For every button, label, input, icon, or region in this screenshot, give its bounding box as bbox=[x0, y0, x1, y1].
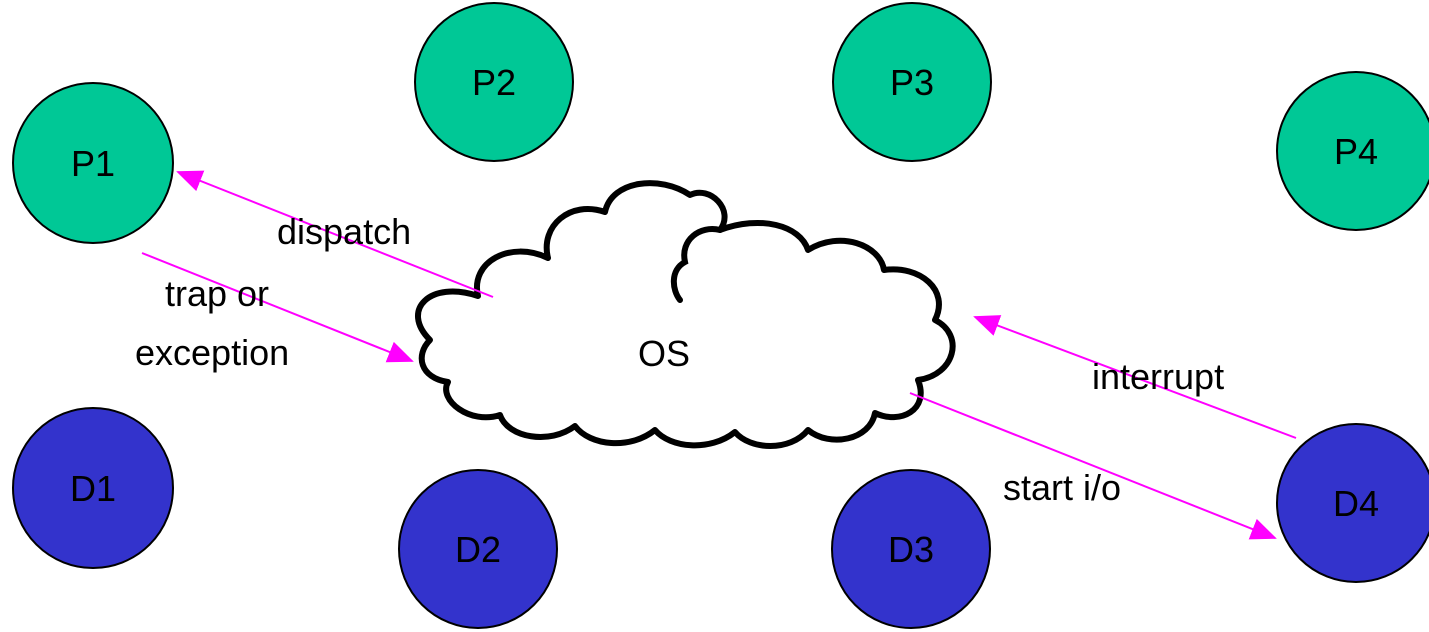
device-node-d2[interactable]: D2 bbox=[398, 469, 558, 629]
dispatch-label: dispatch bbox=[277, 211, 411, 252]
trap-arrow bbox=[141, 252, 414, 363]
device-circle bbox=[12, 407, 174, 569]
process-circle bbox=[12, 82, 174, 244]
os-cloud[interactable]: OS bbox=[415, 180, 956, 449]
process-circle bbox=[832, 2, 992, 162]
device-node-d1[interactable]: D1 bbox=[12, 407, 174, 569]
cloud-inner-fold bbox=[670, 226, 723, 303]
device-circle bbox=[1276, 423, 1429, 583]
trap-label-line1: trap or bbox=[165, 273, 269, 314]
device-label-d4: D4 bbox=[1333, 483, 1379, 524]
device-label-d1: D1 bbox=[70, 468, 116, 509]
process-node-p1[interactable]: P1 bbox=[12, 82, 174, 244]
device-node-d3[interactable]: D3 bbox=[831, 469, 991, 629]
trap-label-line2: exception bbox=[135, 332, 289, 373]
dispatch-arrow bbox=[176, 170, 494, 298]
interrupt-arrow bbox=[973, 315, 1297, 439]
start-io-arrow bbox=[909, 392, 1277, 540]
process-circle bbox=[1276, 71, 1429, 231]
process-node-p3[interactable]: P3 bbox=[832, 2, 992, 162]
process-label-p4: P4 bbox=[1334, 131, 1378, 172]
start-io-label: start i/o bbox=[1003, 467, 1121, 508]
process-label-p2: P2 bbox=[472, 62, 516, 103]
device-circle bbox=[831, 469, 991, 629]
interrupt-label: interrupt bbox=[1092, 356, 1224, 397]
process-circle bbox=[414, 2, 574, 162]
device-circle bbox=[398, 469, 558, 629]
process-label-p3: P3 bbox=[890, 62, 934, 103]
device-label-d3: D3 bbox=[888, 529, 934, 570]
process-node-p2[interactable]: P2 bbox=[414, 2, 574, 162]
cloud-outline bbox=[415, 180, 956, 449]
os-label: OS bbox=[638, 333, 690, 374]
process-label-p1: P1 bbox=[71, 143, 115, 184]
device-label-d2: D2 bbox=[455, 529, 501, 570]
process-node-p4[interactable]: P4 bbox=[1276, 71, 1429, 231]
device-node-d4[interactable]: D4 bbox=[1276, 423, 1429, 583]
